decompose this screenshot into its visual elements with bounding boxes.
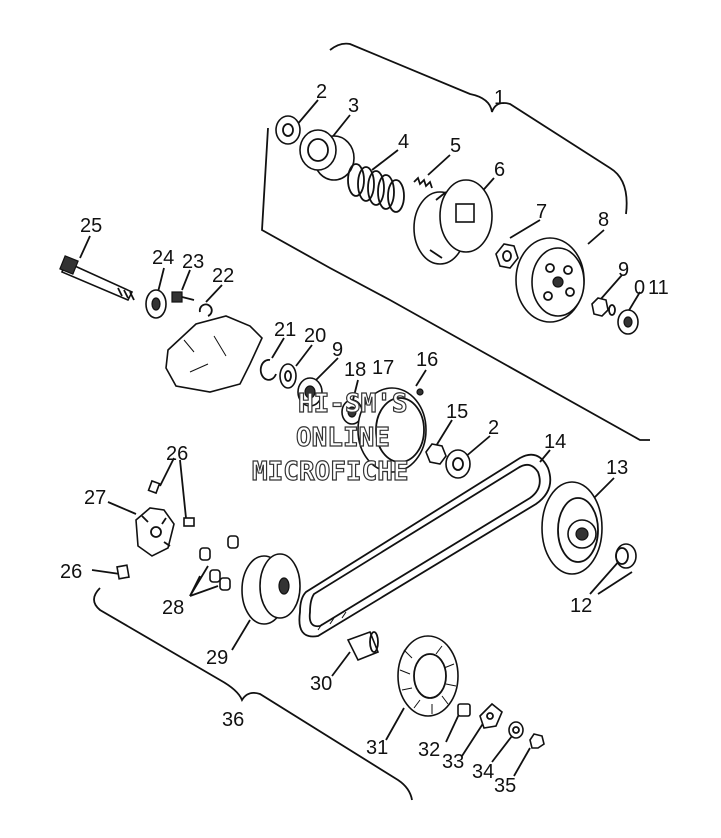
callout-15: 15 (446, 401, 468, 423)
part-20-washer (279, 363, 297, 389)
callout-14: 14 (544, 431, 566, 453)
part-31-fan-pulley (397, 635, 459, 717)
callout-18: 18 (344, 359, 366, 381)
part-16-pin (416, 388, 424, 396)
part-cover (165, 315, 263, 393)
part-2-nut (275, 115, 301, 145)
callout-35: 35 (494, 775, 516, 797)
part-4-spring (347, 163, 405, 213)
callout-7: 7 (536, 201, 547, 223)
callout-2b: 2 (488, 417, 499, 439)
part-5-small-spring (413, 176, 433, 189)
callout-27: 27 (84, 487, 106, 509)
callout-21: 21 (274, 319, 296, 341)
part-12-bushings (615, 543, 637, 569)
watermark-line-2: ONLINE (296, 423, 390, 453)
callout-labels: 1 2 3 4 5 6 7 8 9 0 11 25 24 23 22 21 20… (60, 81, 669, 797)
callout-6: 6 (494, 159, 505, 181)
callout-25: 25 (80, 215, 102, 237)
callout-12: 12 (570, 595, 592, 617)
part-7-nut (495, 243, 519, 269)
part-27-ramp-plate (135, 507, 175, 557)
callout-1: 1 (494, 87, 505, 109)
group-bracket-36 (93, 587, 413, 801)
part-25-shaft (59, 255, 135, 302)
callout-24: 24 (152, 247, 174, 269)
callout-26b: 26 (60, 561, 82, 583)
group-bracket-1 (261, 42, 650, 441)
part-35-nut (529, 733, 545, 749)
part-30-bushing (346, 630, 380, 662)
part-26-sliders (116, 479, 195, 580)
part-34-washer (508, 721, 524, 739)
part-23-bolt (171, 291, 195, 303)
part-9-nut (591, 297, 609, 317)
part-33-plate (479, 702, 503, 729)
callout-5: 5 (450, 135, 461, 157)
callout-17: 17 (372, 357, 394, 379)
part-15-nut (425, 443, 447, 465)
part-24-gear (145, 289, 167, 319)
part-9b-bearing (297, 377, 323, 407)
callout-32: 32 (418, 739, 440, 761)
part-3-bushing (299, 129, 355, 181)
part-2b-nut (445, 449, 471, 479)
watermark: HI-SM'S ONLINE MICROFICHE (251, 388, 409, 487)
callout-22: 22 (212, 265, 234, 287)
callout-11: 11 (648, 277, 669, 299)
part-28-rollers (199, 535, 239, 591)
part-18-bearing (341, 399, 363, 425)
part-22-clip (198, 303, 213, 317)
part-32-gear (457, 703, 471, 717)
callout-33: 33 (442, 751, 464, 773)
part-8-clutch-bell (515, 237, 585, 323)
leader-lines (79, 99, 641, 777)
part-21-circlip (259, 359, 277, 381)
callout-23: 23 (182, 251, 204, 273)
callout-3: 3 (348, 95, 359, 117)
callout-34: 34 (472, 761, 494, 783)
callout-30: 30 (310, 673, 332, 695)
callout-16: 16 (416, 349, 438, 371)
callout-9b: 9 (332, 339, 343, 361)
callout-0: 0 (634, 277, 645, 299)
part-11-bearing (617, 309, 639, 335)
callout-28: 28 (162, 597, 184, 619)
callout-20: 20 (304, 325, 326, 347)
part-10-washer (608, 304, 616, 316)
callout-26a: 26 (166, 443, 188, 465)
part-17-drive-plate (357, 387, 427, 473)
callout-13: 13 (606, 457, 628, 479)
callout-4: 4 (398, 131, 409, 153)
watermark-line-3: MICROFICHE (252, 457, 409, 487)
callout-36: 36 (222, 709, 244, 731)
callout-31: 31 (366, 737, 388, 759)
watermark-line-1: HI-SM'S (298, 389, 408, 419)
part-29-variator (241, 553, 301, 625)
part-13-driven-pulley (541, 481, 603, 575)
part-14-belt (298, 453, 552, 638)
part-6-clutch-carrier (413, 179, 493, 265)
callout-2: 2 (316, 81, 327, 103)
callout-9: 9 (618, 259, 629, 281)
callout-29: 29 (206, 647, 228, 669)
callout-8: 8 (598, 209, 609, 231)
